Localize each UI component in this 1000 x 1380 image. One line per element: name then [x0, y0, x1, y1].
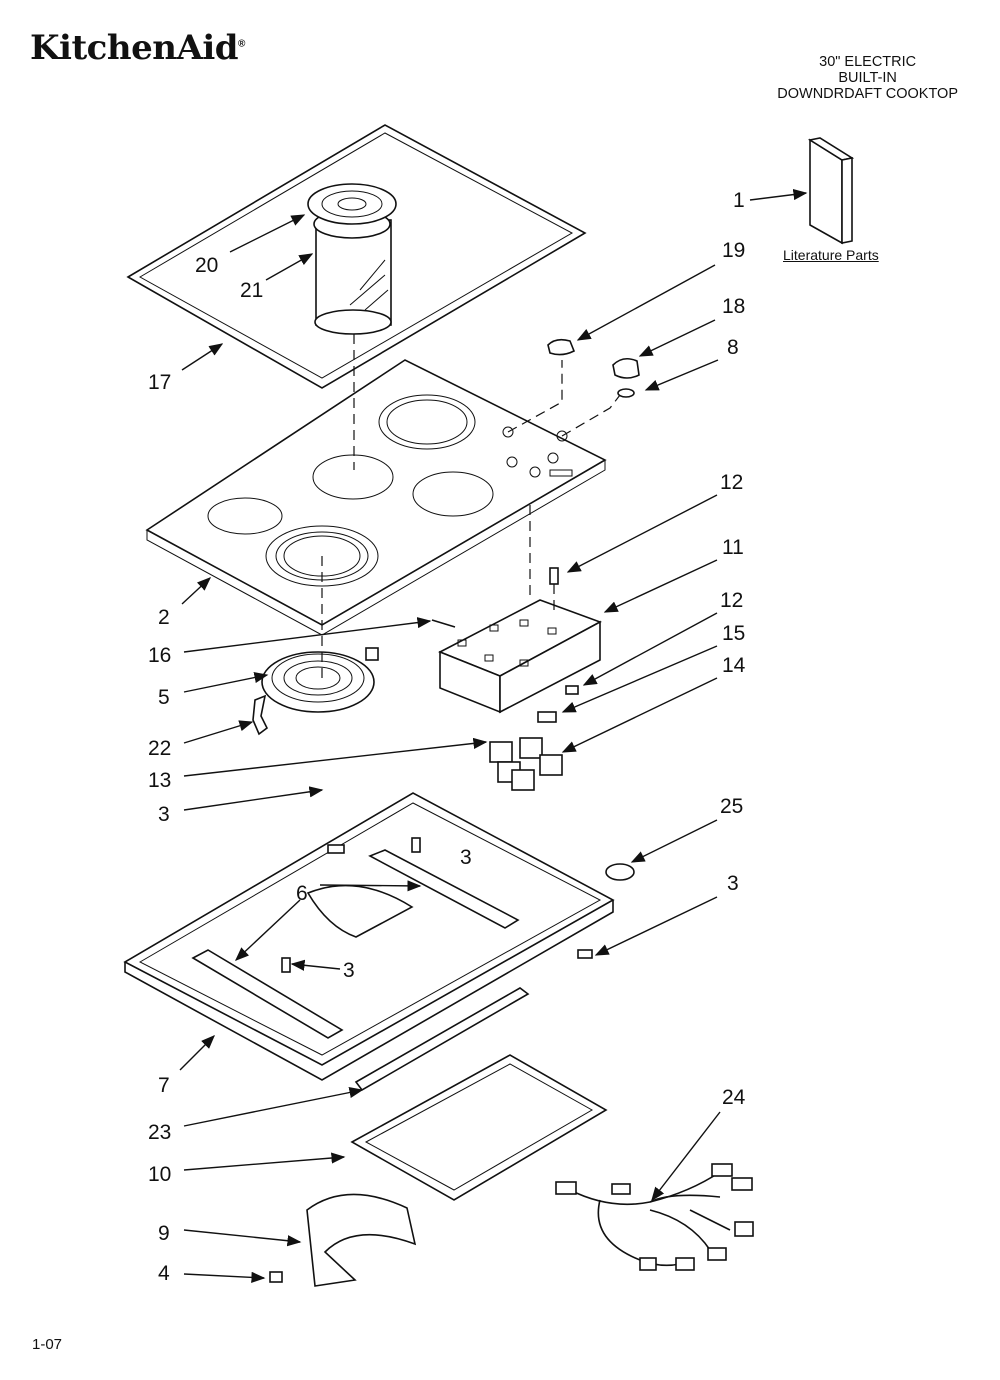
callout-4: 4	[158, 1262, 170, 1285]
callout-19: 19	[722, 239, 745, 262]
callout-2: 2	[158, 606, 170, 629]
title-line-2: BUILT-IN	[838, 70, 897, 86]
callout-8: 8	[727, 336, 739, 359]
callout-13: 13	[148, 769, 171, 792]
callout-14: 14	[722, 654, 746, 677]
brand-logo: KitchenAid®	[30, 28, 245, 68]
control-knobs	[547, 338, 640, 398]
callout-21: 21	[240, 279, 263, 302]
callout-20: 20	[195, 254, 218, 277]
brand-wordmark: KitchenAid	[30, 28, 239, 68]
title-line-1: 30" ELECTRIC	[819, 54, 917, 70]
callout-12-mid: 12	[720, 589, 743, 612]
callout-numbers: 1 19 18 8 20 21 17 12 11 12 15 14 2 16 5…	[148, 189, 746, 1285]
base-pan	[123, 792, 615, 1081]
callout-3-right: 3	[727, 872, 739, 895]
callout-6: 6	[296, 882, 308, 905]
grommet	[605, 863, 635, 881]
surface-element	[252, 619, 456, 736]
control-box	[438, 567, 602, 723]
callout-23: 23	[148, 1121, 171, 1144]
callout-10: 10	[148, 1163, 171, 1186]
callout-22: 22	[148, 737, 171, 760]
ceramic-glass-top	[145, 359, 607, 636]
callout-17: 17	[148, 371, 171, 394]
infinite-switches	[489, 737, 563, 791]
page-number: 1-07	[32, 1336, 63, 1353]
callout-16: 16	[148, 644, 171, 667]
callout-11: 11	[722, 536, 744, 559]
callout-7: 7	[158, 1074, 170, 1097]
brand-registered-mark: ®	[238, 38, 245, 50]
wire-harness	[555, 1163, 754, 1271]
callout-5: 5	[158, 686, 170, 709]
literature-booklet	[807, 137, 855, 245]
trim-frame	[350, 1054, 608, 1201]
callout-18: 18	[722, 295, 745, 318]
assembly-guide-lines	[321, 334, 621, 680]
diagram-title: 30" ELECTRIC BUILT-IN DOWNDRDAFT COOKTOP	[777, 54, 958, 102]
callout-24: 24	[722, 1086, 746, 1109]
literature-parts-label: Literature Parts	[783, 247, 879, 263]
callout-25: 25	[720, 795, 743, 818]
callout-1: 1	[733, 189, 745, 212]
downdraft-grille-and-filter	[307, 183, 397, 335]
title-line-3: DOWNDRDAFT COOKTOP	[777, 86, 958, 102]
callout-3-center: 3	[460, 846, 472, 869]
callout-12-top: 12	[720, 471, 743, 494]
callout-9: 9	[158, 1222, 170, 1245]
callout-3-lower: 3	[343, 959, 355, 982]
callout-15: 15	[722, 622, 745, 645]
vent-duct	[269, 1193, 417, 1287]
callout-arrows	[179, 189, 808, 1283]
callout-3-left: 3	[158, 803, 170, 826]
